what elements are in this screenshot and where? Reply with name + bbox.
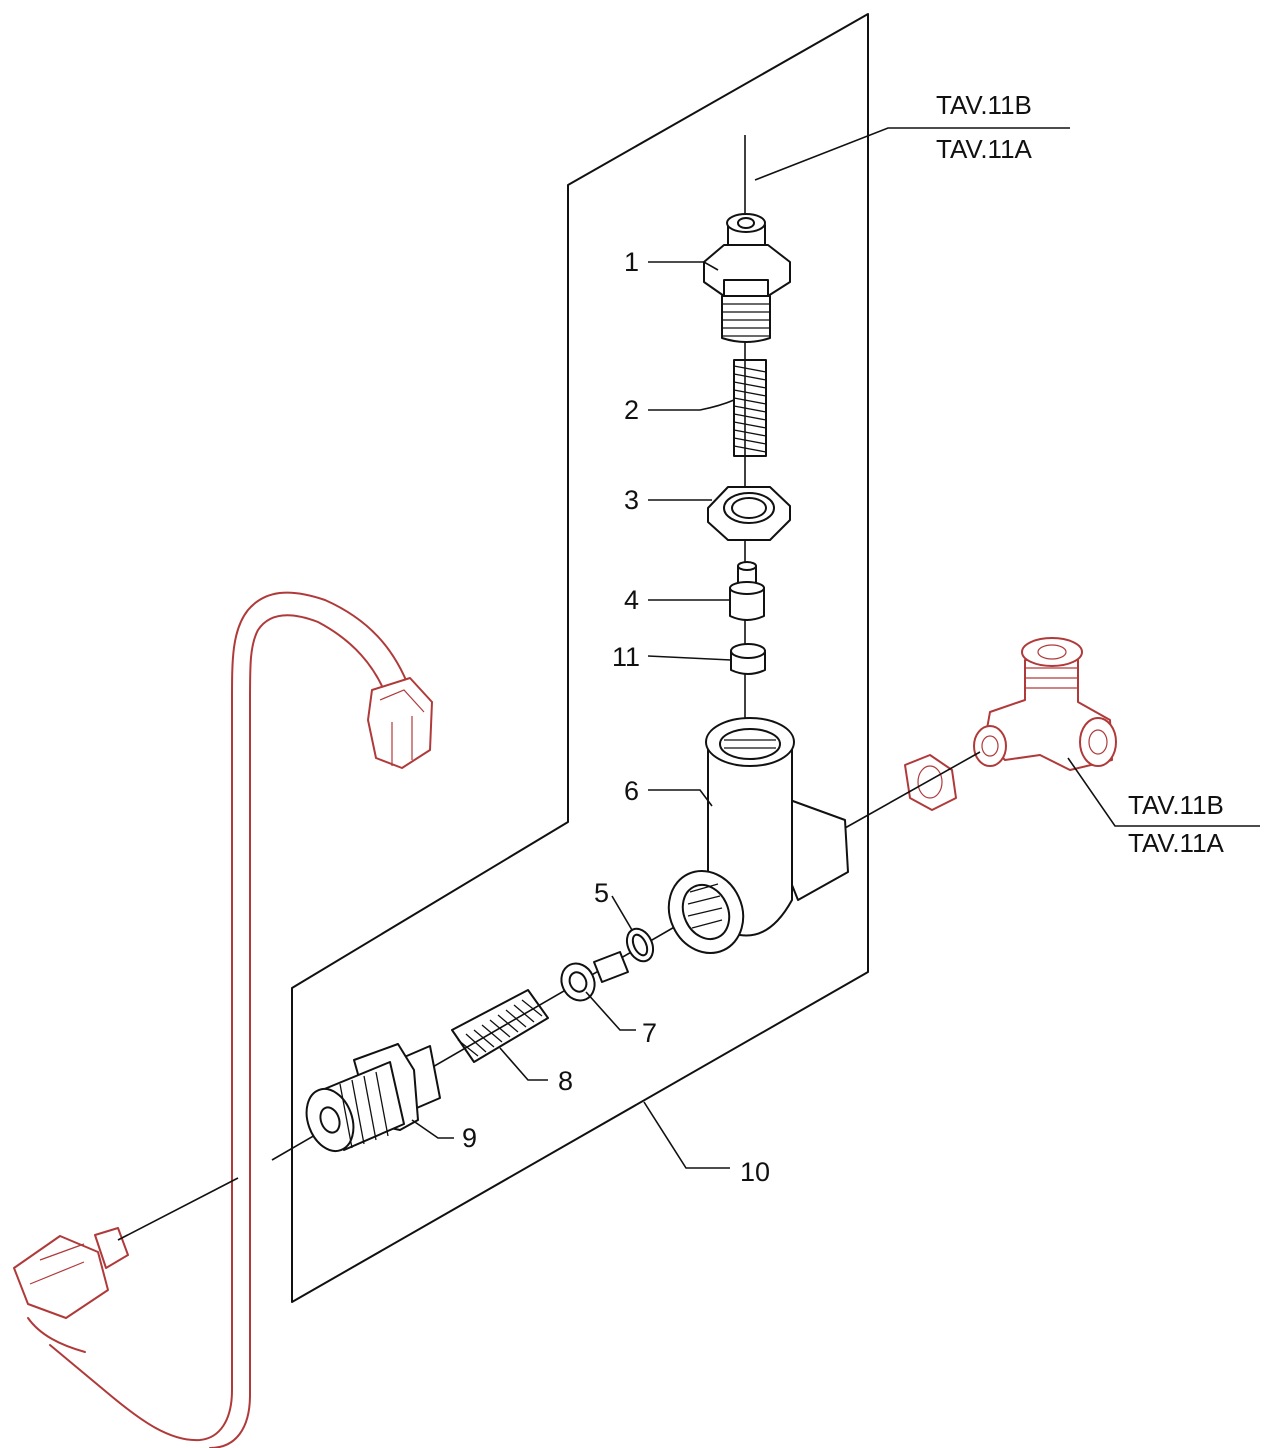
label-3: 3 <box>624 485 639 515</box>
label-9: 9 <box>462 1123 477 1153</box>
seat-part-11 <box>730 643 766 675</box>
pipe-lower-fitting <box>13 1227 129 1319</box>
reference-top-lower: TAV.11A <box>936 134 1033 164</box>
reference-right-upper: TAV.11B <box>1128 790 1224 820</box>
tee-nut <box>904 754 957 811</box>
label-4: 4 <box>624 585 639 615</box>
label-8: 8 <box>558 1066 573 1096</box>
tee-connector <box>973 637 1117 771</box>
leader-lines <box>411 127 1260 1169</box>
label-10: 10 <box>740 1157 770 1187</box>
poppet-part-7 <box>560 951 629 1002</box>
label-6: 6 <box>624 776 639 806</box>
label-7: 7 <box>642 1018 657 1048</box>
elbow-body-part-6 <box>667 717 849 954</box>
mounting-plate-outline <box>291 13 869 1303</box>
label-5: 5 <box>594 878 609 908</box>
ring-part-5 <box>625 927 655 963</box>
label-2: 2 <box>624 395 639 425</box>
fitting-part-9 <box>305 1043 441 1152</box>
pipe-assembly <box>13 591 433 1448</box>
fitting-part-1 <box>703 213 791 343</box>
valve-part-4 <box>729 561 765 621</box>
assembly-axes <box>117 135 981 1241</box>
pipe-upper-nut <box>367 677 433 769</box>
label-1: 1 <box>624 247 639 277</box>
reference-top-upper: TAV.11B <box>936 90 1032 120</box>
spring-part-8 <box>451 989 549 1063</box>
reference-labels: TAV.11B TAV.11A TAV.11B TAV.11A <box>936 90 1225 858</box>
reference-right-lower: TAV.11A <box>1128 828 1225 858</box>
hex-nut-part-3 <box>707 486 791 541</box>
label-11: 11 <box>612 642 640 672</box>
spring-part-2 <box>733 359 767 457</box>
part-number-labels: 1 2 3 4 11 6 5 7 8 9 10 <box>462 247 770 1187</box>
